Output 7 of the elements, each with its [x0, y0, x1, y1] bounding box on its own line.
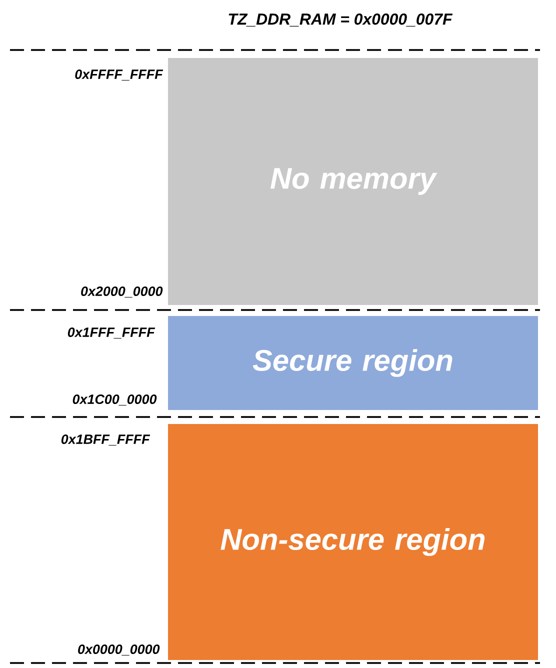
- title: TZ_DDR_RAM = 0x0000_007F: [228, 13, 453, 27]
- memory-region-box: Secure region: [168, 316, 538, 410]
- address-label: 0x1C00_0000: [72, 394, 157, 406]
- memory-region-box: Non-secure region: [168, 424, 538, 660]
- address-label: 0x1FFF_FFFF: [68, 327, 156, 339]
- address-label: 0x2000_0000: [81, 286, 163, 298]
- address-label: 0x1BFF_FFFF: [61, 434, 150, 446]
